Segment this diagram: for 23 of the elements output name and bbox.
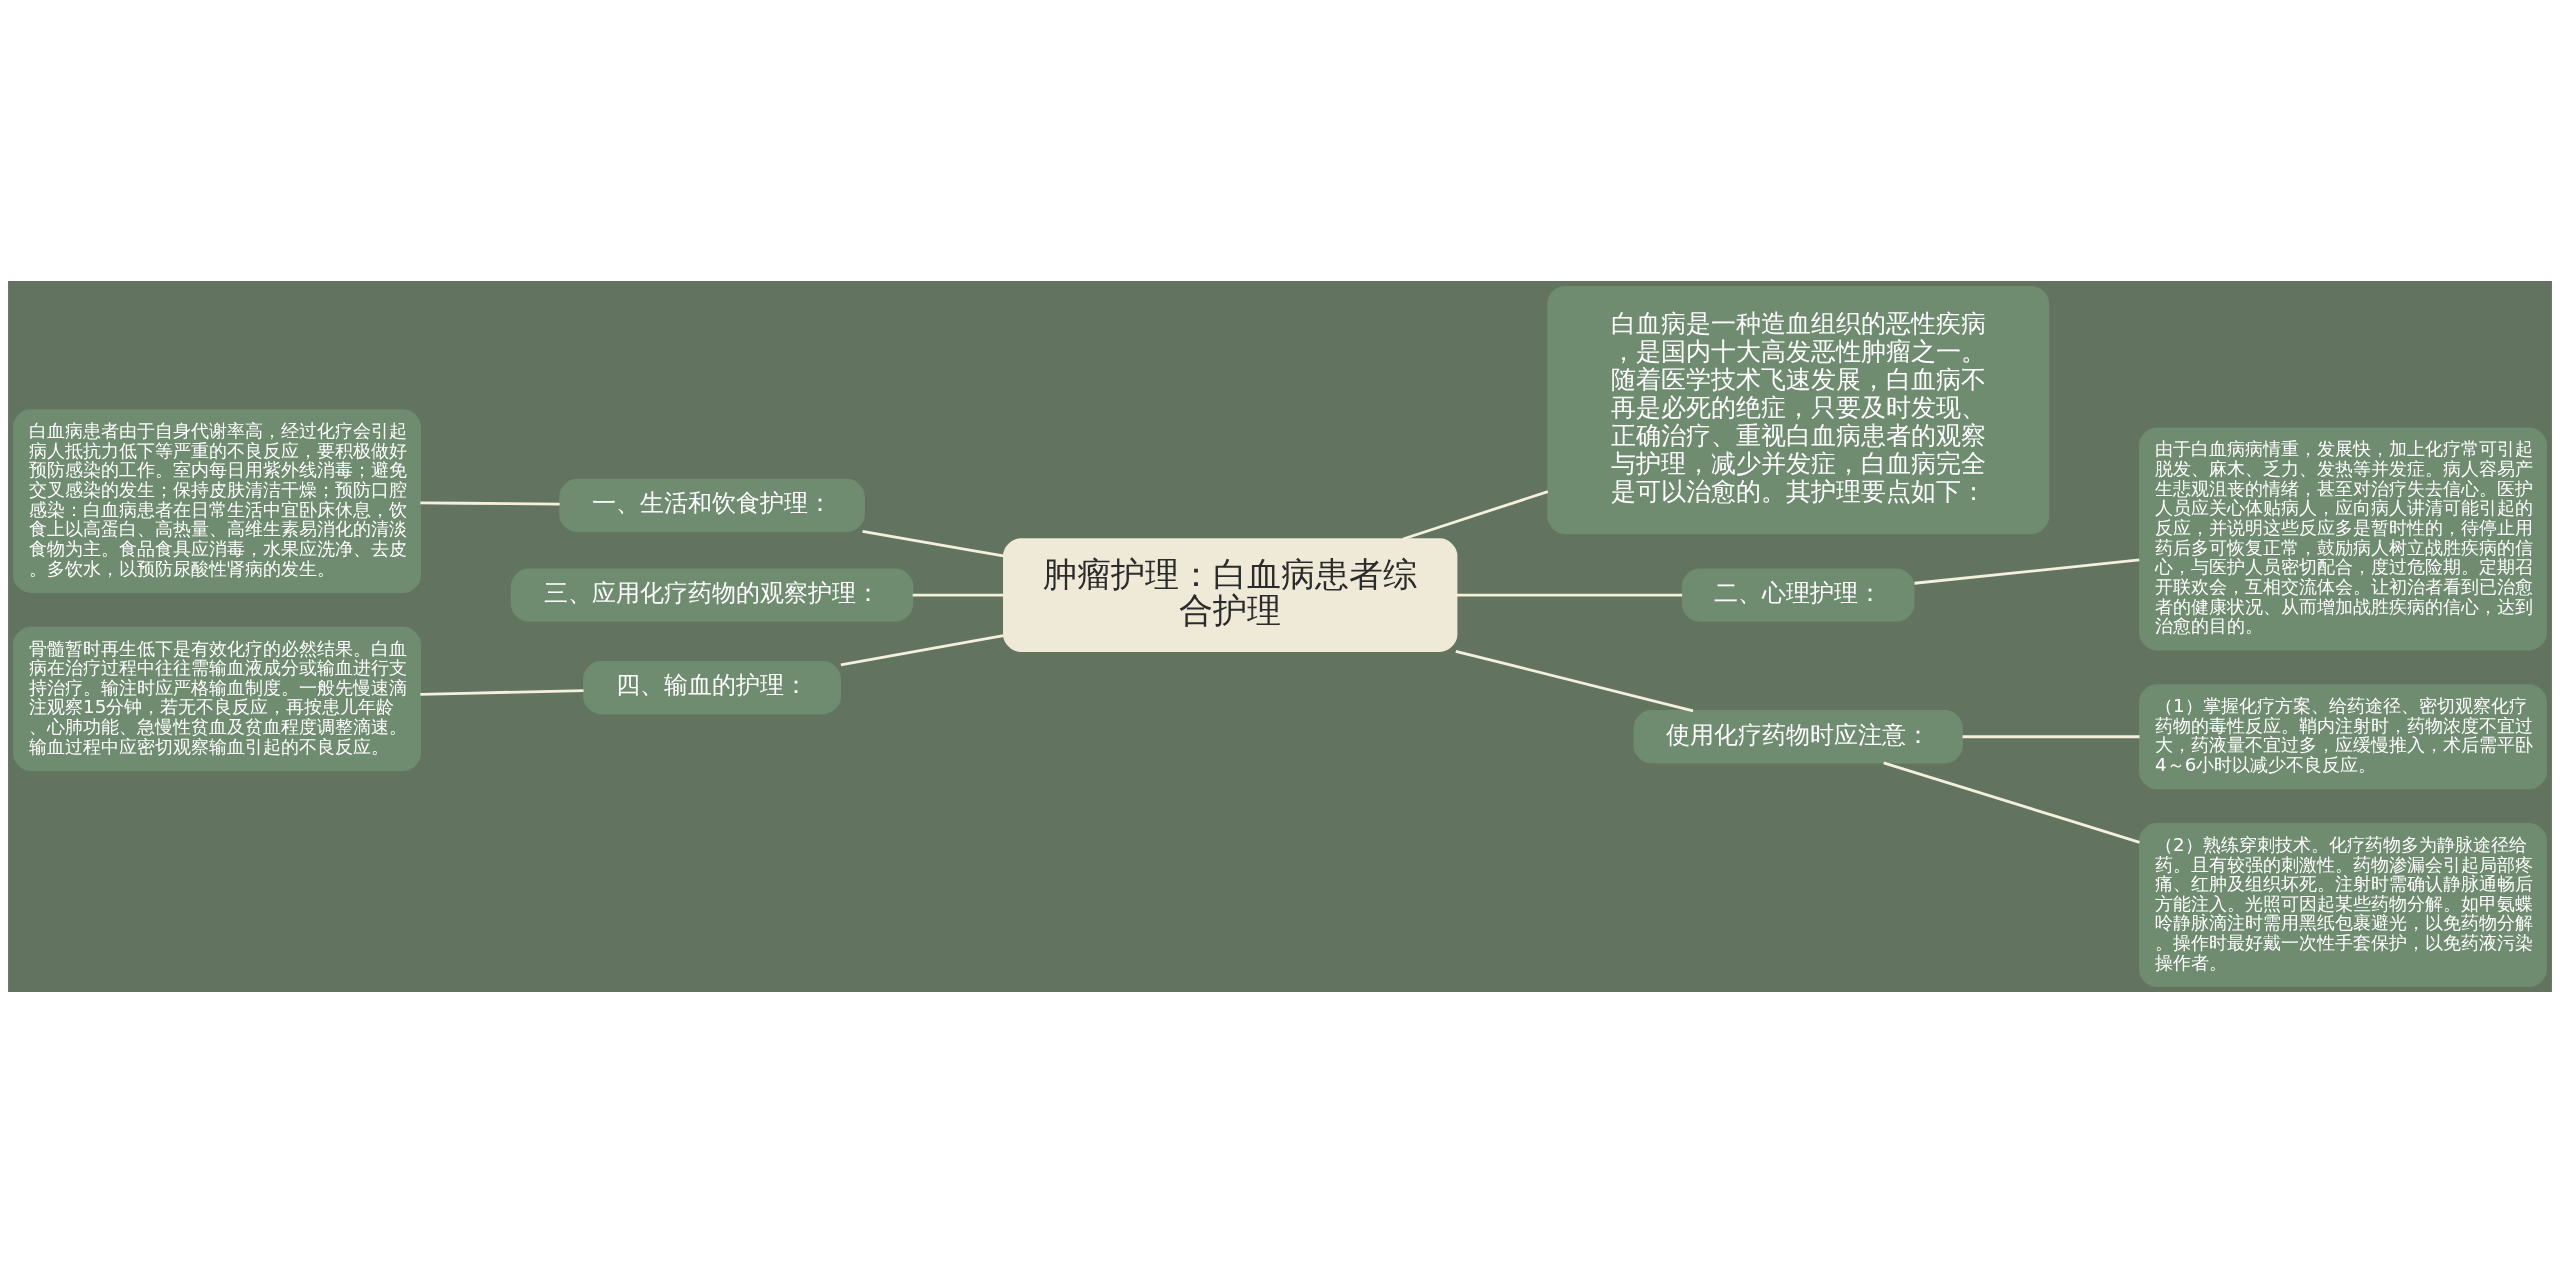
- node-box: 骨髓暂时再生低下是有效化疗的必然结果。白血病在治疗过程中往往需输血液成分或输血进行支持治疗。输注时应严格输血制度。一般先慢速滴注观察15分钟，若无不良反应，再按患儿年龄、心肺功能、急慢性贫血及贫血程度调整滴速。输血过程中应密切观察输血引起的不良反应。: [12, 626, 422, 771]
- connector: [1962, 734, 2140, 738]
- node-box: 白血病患者由于自身代谢率高，经过化疗会引起病人抵抗力低下等严重的不良反应，要积极做好预防感染的工作。室内每日用紫外线消毒；避免交叉感染的发生；保持皮肤清洁干燥；预防口腔感染：白血病患者在日常生活中宜卧床休息，饮食上以高蛋白、高热量、高维生素易消化的清淡食物为主。食品食具应消毒，水果应洗净、去皮。多饮水，以预防尿酸性肾病的发生。: [12, 408, 422, 593]
- connector: [1914, 558, 2140, 585]
- node-box: （2）熟练穿刺技术。化疗药物多为静脉途径给药。且有较强的刺激性。药物渗漏会引起局部疼痛、红肿及组织坏死。注射时需确认静脉通畅后方能注入。光照可因起某些药物分解。如甲氨蝶呤静脉滴注时需用黑纸包裹避光，以免药物分解。操作时最好戴一次性手套保护，以免药液污染操作者。: [2138, 822, 2548, 987]
- node-box: 四、输血的护理：: [583, 660, 842, 714]
- node-box: 使用化疗药物时应注意：: [1633, 709, 1963, 763]
- connector: [420, 688, 584, 696]
- node-box: （1）掌握化疗方案、给药途径、密切观察化疗药物的毒性反应。鞘内注射时，药物浓度不宜过大，药液量不宜过多，应缓慢推入，术后需平卧4～6小时以减少不良反应。: [2138, 683, 2548, 789]
- connector: [912, 593, 1004, 597]
- connector: [1883, 761, 2140, 844]
- connector: [1455, 649, 1694, 712]
- connector: [1457, 593, 1683, 597]
- node-box: 白血病是一种造血组织的恶性疾病，是国内十大高发恶性肿瘤之一。随着医学技术飞速发展，白血病不再是必死的绝症，只要及时发现、正确治疗、重视白血病患者的观察与护理，减少并发症，白血病完全是可以治愈的。其护理要点如下：: [1547, 285, 2050, 534]
- connector: [840, 633, 1004, 666]
- node-box: 二、心理护理：: [1681, 568, 1915, 622]
- connector: [1402, 489, 1549, 540]
- connector: [862, 529, 1004, 557]
- node-box: 一、生活和饮食护理：: [559, 478, 865, 532]
- node-box: 三、应用化疗药物的观察护理：: [510, 568, 914, 622]
- node-box: 肿瘤护理：白血病患者综合护理: [1003, 537, 1458, 652]
- node-box: 由于白血病病情重，发展快，加上化疗常可引起脱发、麻木、乏力、发热等并发症。病人容易产生悲观沮丧的情绪，甚至对治疗失去信心。医护人员应关心体贴病人，应向病人讲清可能引起的反应，并说明这些反应多是暂时性的，待停止用药后多可恢复正常，鼓励病人树立战胜疾病的信心，与医护人员密切配合，度过危险期。定期召开联欢会，互相交流体会。让初治者看到已治愈者的健康状况、从而增加战胜疾病的信心，达到治愈的目的。: [2138, 427, 2548, 651]
- connector: [420, 501, 560, 505]
